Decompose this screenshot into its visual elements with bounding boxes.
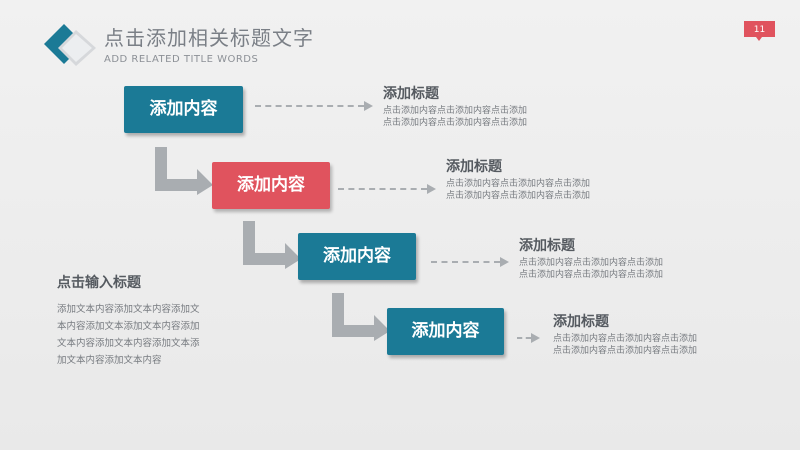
step-1-line-1: 点击添加内容点击添加内容点击添加: [383, 106, 528, 116]
side-line-4: 加文本内容添加文本内容: [57, 355, 162, 366]
step-1-heading: 添加标题: [383, 86, 439, 102]
elbow-arrow-3-icon: [332, 293, 390, 341]
step-4-line-1: 点击添加内容点击添加内容点击添加: [553, 334, 698, 344]
step-3-heading: 添加标题: [519, 238, 575, 254]
page-number: 11: [753, 25, 766, 35]
page-title: 点击添加相关标题文字: [104, 26, 314, 50]
step-1-line-2: 点击添加内容点击添加内容点击添加: [383, 118, 528, 128]
page-subtitle: ADD RELATED TITLE WORDS: [104, 54, 259, 65]
elbow-arrow-2-icon: [243, 221, 301, 269]
elbow-arrow-1-icon: [155, 147, 213, 195]
step-1-text: 添加标题 点击添加内容点击添加内容点击添加 点击添加内容点击添加内容点击添加: [383, 85, 527, 129]
page-number-badge: 11: [744, 21, 775, 41]
step-4-box[interactable]: 添加内容: [387, 308, 504, 355]
step-3-dashed-arrow: [431, 257, 509, 267]
side-line-2: 本内容添加文本添加文本内容添加: [57, 321, 200, 332]
step-2-line-2: 点击添加内容点击添加内容点击添加: [446, 191, 591, 201]
speech-bubble-icon: [744, 21, 775, 41]
step-1-box[interactable]: 添加内容: [124, 86, 243, 133]
step-2-heading: 添加标题: [446, 159, 502, 175]
side-line-3: 文本内容添加文本内容添加文本添: [57, 338, 200, 349]
step-2-text: 添加标题 点击添加内容点击添加内容点击添加 点击添加内容点击添加内容点击添加: [446, 158, 590, 202]
step-3-line-2: 点击添加内容点击添加内容点击添加: [519, 270, 664, 280]
step-1-dashed-arrow: [255, 101, 373, 111]
logo-diamond-icon: [44, 24, 96, 66]
step-3-line-1: 点击添加内容点击添加内容点击添加: [519, 258, 664, 268]
step-3-text: 添加标题 点击添加内容点击添加内容点击添加 点击添加内容点击添加内容点击添加: [519, 237, 663, 281]
side-paragraph: 添加文本内容添加文本内容添加文 本内容添加文本添加文本内容添加 文本内容添加文本…: [57, 301, 229, 369]
side-line-1: 添加文本内容添加文本内容添加文: [57, 304, 200, 315]
step-3-box[interactable]: 添加内容: [298, 233, 416, 280]
step-4-dashed-arrow: [517, 333, 540, 343]
side-title: 点击输入标题: [57, 275, 141, 291]
step-2-line-1: 点击添加内容点击添加内容点击添加: [446, 179, 591, 189]
step-4-line-2: 点击添加内容点击添加内容点击添加: [553, 346, 698, 356]
step-4-text: 添加标题 点击添加内容点击添加内容点击添加 点击添加内容点击添加内容点击添加: [553, 313, 697, 357]
step-4-heading: 添加标题: [553, 314, 609, 330]
step-2-box[interactable]: 添加内容: [212, 162, 330, 209]
step-2-dashed-arrow: [338, 184, 436, 194]
